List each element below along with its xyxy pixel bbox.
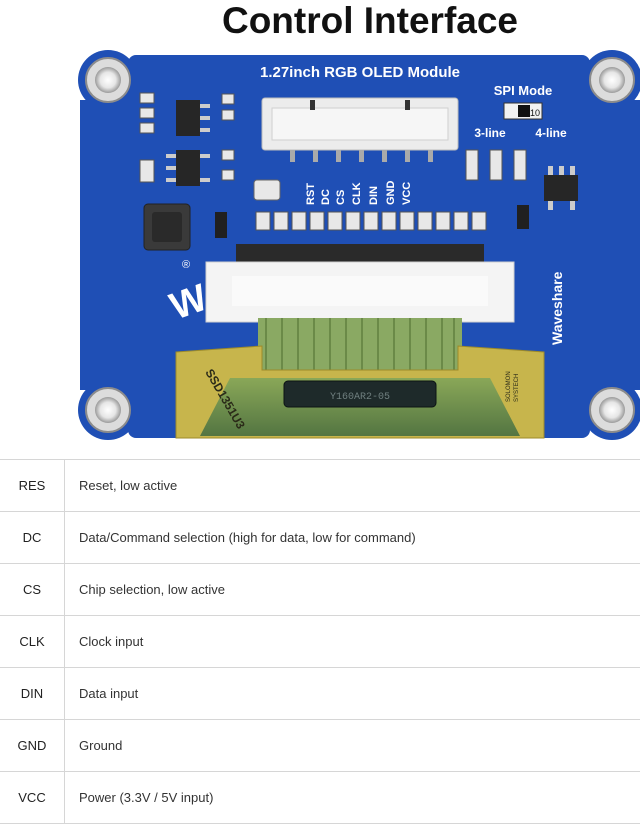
brand-name: Waveshare [549,271,565,345]
header-pin-label: DIN [368,186,380,205]
mounting-hole-top-right [590,58,634,102]
header-pin-label: CS [335,190,347,205]
pin-description-cell: Ground [65,720,640,772]
pin-name-cell: CS [0,564,65,616]
fpc-connector [206,244,514,322]
pin-name-cell: RES [0,460,65,512]
pin-description-cell: Chip selection, low active [65,564,640,616]
pin-name-cell: GND [0,720,65,772]
table-row: CS Chip selection, low active [0,564,640,616]
mounting-hole-bottom-left [86,388,130,432]
table-row: RES Reset, low active [0,460,640,512]
solomon-text-line2: SYSTECH [514,374,520,402]
pin-description-table: RES Reset, low active DC Data/Command se… [0,459,640,824]
mounting-hole-bottom-right [590,388,634,432]
oled-module-photo: 1.27inch RGB OLED Module [0,40,640,445]
pin-name-cell: DIN [0,668,65,720]
pin-name-cell: CLK [0,616,65,668]
table-row: DIN Data input [0,668,640,720]
page-title: Control Interface [0,0,640,42]
pin-description-cell: Data input [65,668,640,720]
table-row: CLK Clock input [0,616,640,668]
table-row: VCC Power (3.3V / 5V input) [0,772,640,824]
pin-description-cell: Reset, low active [65,460,640,512]
mounting-hole-top-left [86,58,130,102]
pin-description-cell: Power (3.3V / 5V input) [65,772,640,824]
spi-option-3line: 3-line [474,126,506,140]
header-pin-label: RST [305,183,317,205]
spi-option-4line: 4-line [535,126,567,140]
flex-ribbon [258,318,462,370]
spi-mode-jumper: 10 [504,103,542,119]
spi-mode-label: SPI Mode [494,83,553,98]
pin-header-connector [262,98,458,162]
header-pin-label: DC [320,189,332,205]
solomon-text-line1: SOLOMON [506,371,512,402]
module-title: 1.27inch RGB OLED Module [260,64,460,81]
header-pin-label: GND [385,181,397,206]
pin-name-cell: DC [0,512,65,564]
jumper-label: 10 [530,108,540,118]
header-pin-label: CLK [351,182,363,205]
table-row: GND Ground [0,720,640,772]
pin-description-cell: Clock input [65,616,640,668]
pin-description-cell: Data/Command selection (high for data, l… [65,512,640,564]
driver-chip-code: Y160AR2-05 [330,392,390,403]
table-row: DC Data/Command selection (high for data… [0,512,640,564]
header-pin-label: VCC [401,182,413,205]
registered-mark: ® [182,259,190,271]
pin-name-cell: VCC [0,772,65,824]
